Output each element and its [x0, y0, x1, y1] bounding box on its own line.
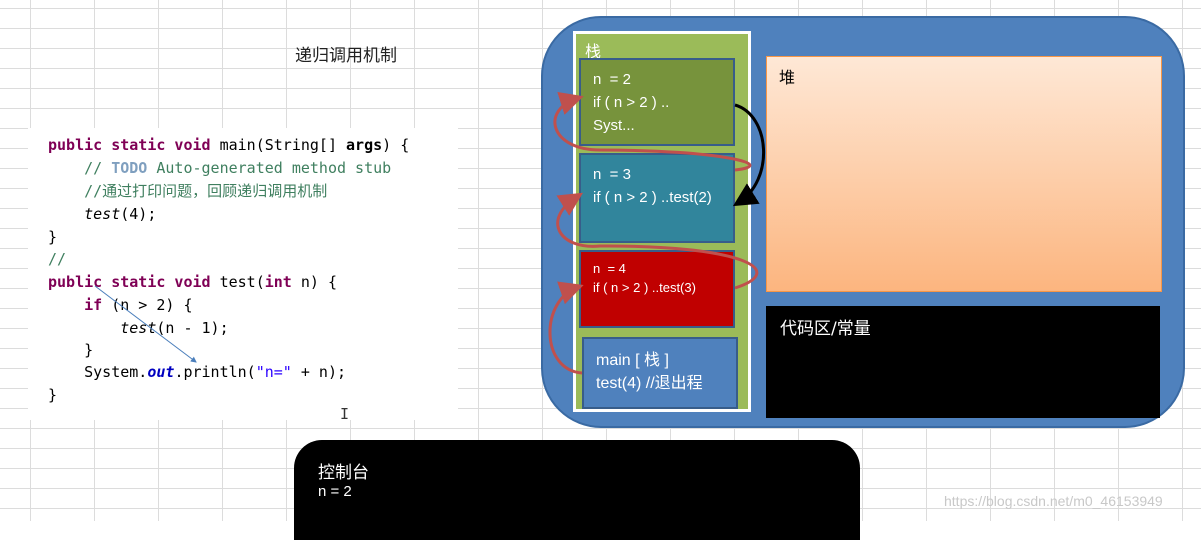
code-token: } — [48, 341, 94, 359]
frame-line: n = 4 — [593, 261, 626, 276]
stack-frame-main: main [ 栈 ] test(4) //退出程 — [582, 337, 738, 409]
code-snippet: public static void main(String[] args) {… — [28, 128, 458, 420]
code-line: //通过打印问题，回顾递归调用机制 — [48, 180, 327, 203]
frame-line: Syst... — [593, 117, 635, 134]
code-line: // — [48, 248, 66, 271]
code-line: System.out.println("n=" + n); — [48, 361, 346, 384]
return-arrow-n4 — [556, 192, 759, 290]
code-token: System. — [48, 363, 148, 381]
code-token: "n=" — [255, 363, 292, 381]
return-arrow-n2 — [732, 103, 766, 207]
code-token: (4); — [120, 205, 157, 223]
code-token: + n); — [291, 363, 347, 381]
code-token: test — [120, 319, 157, 337]
frame-line: n = 3 — [593, 166, 631, 183]
annotation-arrow — [94, 285, 197, 363]
code-line: } — [48, 339, 93, 362]
heap-label: 堆 — [779, 68, 796, 87]
call-flow-arrows — [94, 91, 766, 375]
frame-line: test(4) //退出程 — [596, 375, 703, 392]
code-token: TODO — [111, 159, 148, 177]
code-line: test(n - 1); — [48, 317, 229, 340]
stack-label: 栈 — [585, 42, 602, 61]
frame-line: if ( n > 2 ) .. — [593, 94, 670, 111]
code-token: } — [48, 386, 58, 404]
code-token: public static void — [48, 273, 211, 291]
code-token: int — [264, 273, 292, 291]
code-token: // — [48, 250, 67, 268]
code-line: } — [48, 226, 57, 249]
return-arrow-n3 — [553, 91, 752, 172]
code-token: (n > 2) { — [102, 296, 193, 314]
code-token: out — [147, 363, 175, 381]
code-line: if (n > 2) { — [48, 294, 193, 317]
code-token: public static void — [48, 136, 211, 154]
code-token: Auto-generated method stub — [147, 159, 392, 177]
code-token: main(String[] — [210, 136, 347, 154]
code-token: // — [84, 159, 112, 177]
code-line: test(4); — [48, 203, 156, 226]
code-line: public static void main(String[] args) { — [48, 134, 409, 157]
code-token: test — [84, 205, 121, 223]
watermark: https://blog.csdn.net/m0_46153949 — [944, 493, 1163, 509]
code-line: } — [48, 384, 57, 407]
code-token: (n - 1); — [156, 319, 229, 337]
code-token: .println( — [174, 363, 256, 381]
stack-frame-n2: n = 2 if ( n > 2 ) .. Syst... — [579, 58, 735, 146]
code-token: } — [48, 228, 58, 246]
code-token: args — [346, 136, 383, 154]
stack-frame-n3: n = 3 if ( n > 2 ) ..test(2) — [579, 153, 735, 243]
return-arrow-main — [548, 281, 584, 375]
console-title: 控制台 — [318, 463, 369, 483]
code-constant-area — [766, 306, 1160, 418]
code-token: test( — [210, 273, 265, 291]
frame-line: n = 2 — [593, 71, 631, 88]
code-line: public static void test(int n) { — [48, 271, 337, 294]
frame-line: main [ 栈 ] — [596, 352, 669, 369]
code-line: // TODO Auto-generated method stub — [48, 157, 391, 180]
code-constant-area-label: 代码区/常量 — [780, 319, 871, 339]
code-token: //通过打印问题，回顾递归调用机制 — [84, 182, 328, 200]
stack-frame-n4: n = 4 if ( n > 2 ) ..test(3) — [579, 250, 735, 328]
frame-line: if ( n > 2 ) ..test(2) — [593, 189, 712, 206]
text-cursor-icon: I — [340, 405, 350, 423]
heap-area — [766, 56, 1162, 292]
code-token: n) { — [291, 273, 337, 291]
code-token: ) { — [382, 136, 410, 154]
code-token: if — [84, 296, 103, 314]
console-output: n = 2 — [318, 483, 352, 500]
frame-line: if ( n > 2 ) ..test(3) — [593, 280, 696, 295]
diagram-title: 递归调用机制 — [295, 46, 397, 66]
